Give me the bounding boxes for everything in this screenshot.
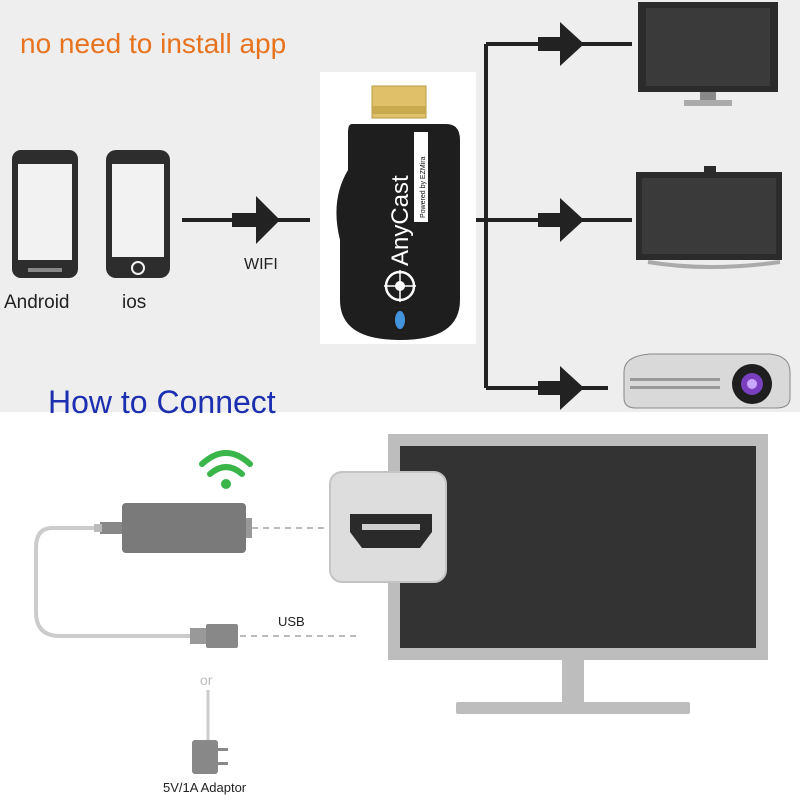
usb-cable <box>34 526 192 638</box>
ios-phone-icon <box>106 150 170 278</box>
hdmi-port-icon <box>329 471 447 583</box>
dongle-gray-icon <box>94 503 252 553</box>
android-label: Android <box>4 292 70 313</box>
usb-plug-icon <box>190 624 238 648</box>
android-phone-icon <box>12 150 78 278</box>
television-icon <box>388 434 768 714</box>
wifi-label: WIFI <box>244 256 278 273</box>
tv-icon <box>636 166 782 269</box>
adaptor-label: 5V/1A Adaptor <box>163 780 247 795</box>
monitor-icon <box>638 2 778 106</box>
output-branch-lines <box>476 22 632 410</box>
usb-label: USB <box>278 614 305 629</box>
dongle-powered-text: Powered by EZMira <box>420 156 427 218</box>
adaptor-icon <box>192 740 228 774</box>
wifi-signal-icon <box>199 450 253 489</box>
or-label: or <box>200 672 213 688</box>
dongle-brand-text: AnyCast <box>387 175 414 266</box>
how-to-connect-heading: How to Connect <box>48 384 276 420</box>
ios-label: ios <box>122 292 147 313</box>
wifi-arrow-icon <box>182 196 310 244</box>
projector-icon <box>623 353 791 409</box>
dongle-image: AnyCast Powered by EZMira <box>320 72 476 344</box>
tagline-text: no need to install app <box>20 28 287 59</box>
